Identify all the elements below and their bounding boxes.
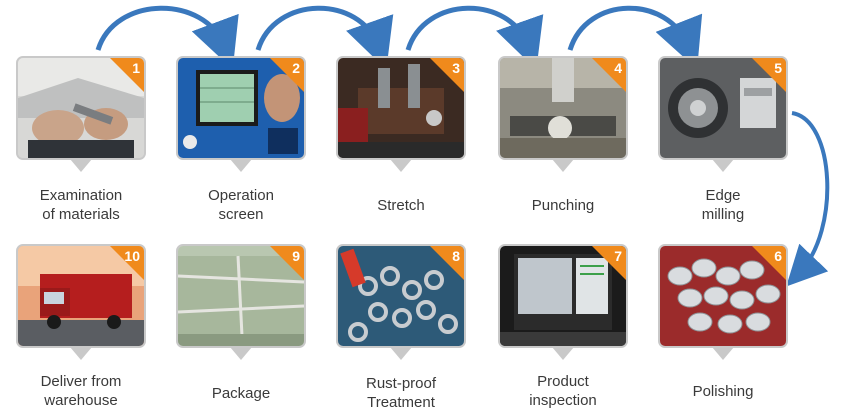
- hands-measuring-material-image: [18, 58, 144, 158]
- flow-arrow-1-2: [95, 5, 239, 70]
- step-number: 7: [614, 248, 622, 264]
- step-number-badge: [592, 246, 626, 280]
- step-label: Stretch: [377, 197, 425, 214]
- step-photo: 6: [658, 244, 788, 348]
- step-number-badge: [270, 58, 304, 92]
- card-pointer: [70, 159, 92, 172]
- step-number-badge: [270, 246, 304, 280]
- flow-arrow-3-4: [405, 5, 544, 70]
- step-photo: 9: [176, 244, 306, 348]
- step-number-badge: [430, 246, 464, 280]
- step-number: 6: [774, 248, 782, 264]
- flow-arrow-2-3: [255, 5, 394, 70]
- step-number-badge: [752, 58, 786, 92]
- step-photo: 8: [336, 244, 466, 348]
- step-number: 2: [292, 60, 300, 76]
- step-photo: 4: [498, 56, 628, 160]
- step-label: Edge milling: [701, 187, 745, 223]
- step-number: 1: [132, 60, 140, 76]
- step-photo: 1: [16, 56, 146, 160]
- step-photo: 7: [498, 244, 628, 348]
- step-photo: 5: [658, 56, 788, 160]
- step-label: Rust-proof Treatment: [365, 375, 437, 411]
- card-pointer: [552, 159, 574, 172]
- step-number: 5: [774, 60, 782, 76]
- step-number: 3: [452, 60, 460, 76]
- card-pointer: [552, 347, 574, 360]
- step-number: 8: [452, 248, 460, 264]
- card-pointer: [712, 347, 734, 360]
- rustproof-parts-image: [338, 246, 464, 346]
- step-label: Polishing: [692, 383, 754, 400]
- step-number-badge: [110, 246, 144, 280]
- step-number: 9: [292, 248, 300, 264]
- step-label: Package: [211, 385, 271, 402]
- step-photo: 3: [336, 56, 466, 160]
- card-pointer: [390, 347, 412, 360]
- step-label: Deliver from warehouse: [40, 373, 122, 409]
- step-label: Operation screen: [208, 187, 274, 223]
- step-number: 10: [124, 248, 140, 264]
- step-label: Punching: [531, 197, 595, 214]
- step-number-badge: [110, 58, 144, 92]
- step-photo: 10: [16, 244, 146, 348]
- flow-arrow-4-5: [567, 5, 703, 70]
- step-number-badge: [752, 246, 786, 280]
- card-pointer: [230, 159, 252, 172]
- step-number-badge: [430, 58, 464, 92]
- card-pointer: [70, 347, 92, 360]
- step-label: Examination of materials: [39, 187, 123, 223]
- card-pointer: [712, 159, 734, 172]
- card-pointer: [230, 347, 252, 360]
- step-number: 4: [614, 60, 622, 76]
- step-photo: 2: [176, 56, 306, 160]
- card-pointer: [390, 159, 412, 172]
- step-number-badge: [592, 58, 626, 92]
- step-label: Product inspection: [529, 373, 597, 409]
